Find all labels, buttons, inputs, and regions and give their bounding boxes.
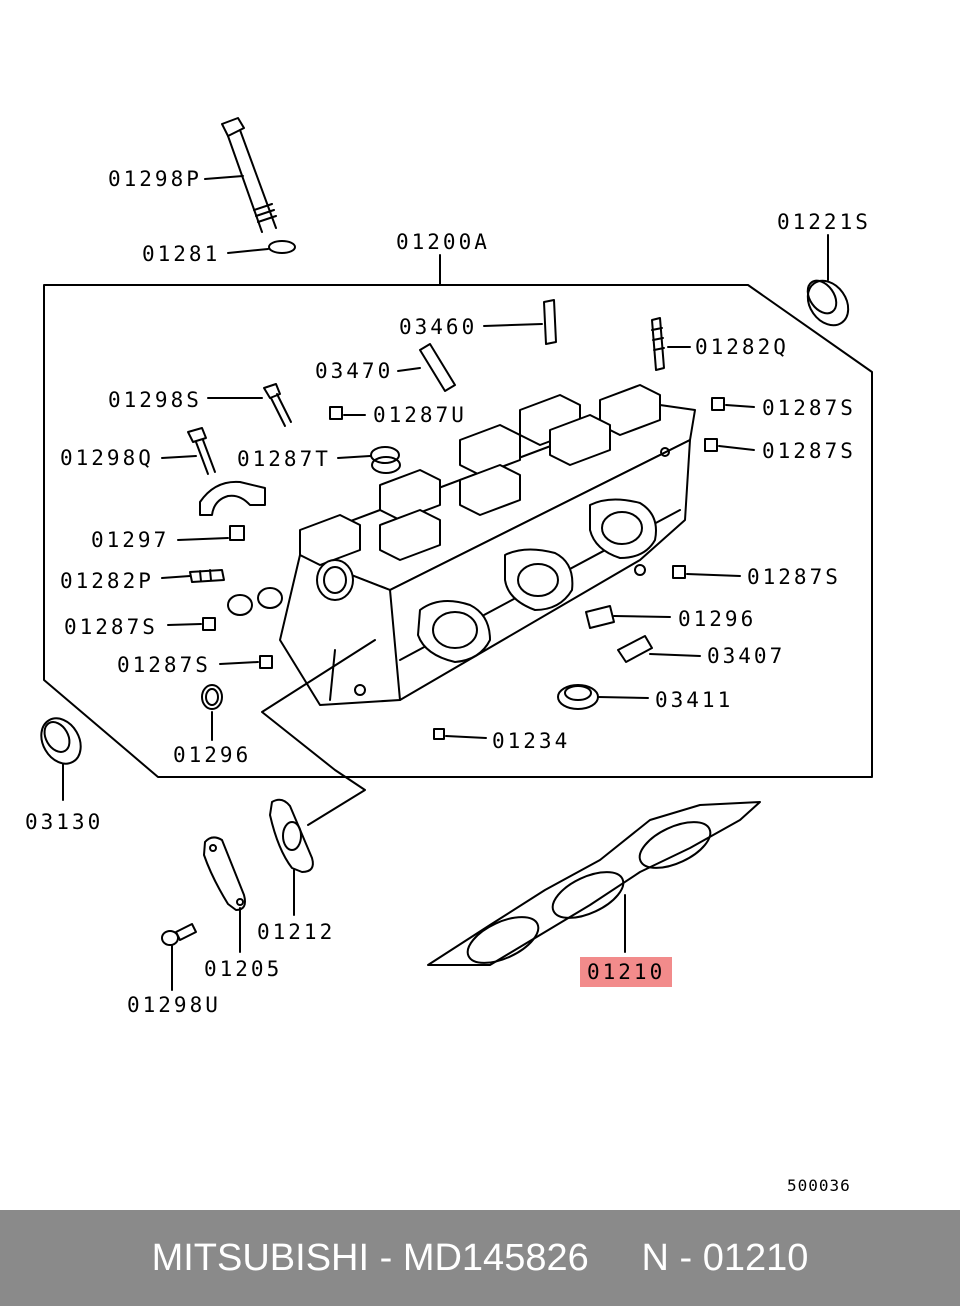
label-01298P[interactable]: 01298P: [108, 167, 202, 191]
bolt-01298U-icon: [161, 923, 197, 946]
cover-01205-icon: [203, 836, 246, 911]
leader-01297: [177, 537, 229, 541]
label-01205[interactable]: 01205: [204, 957, 282, 981]
plug-01287S-d-icon: [259, 655, 273, 669]
label-01221S[interactable]: 01221S: [777, 210, 871, 234]
sleeve-01296-b-icon: [201, 684, 223, 710]
leader-01287S-d: [219, 661, 259, 665]
subassembly-leader: [261, 639, 376, 826]
guide-03460-icon: [543, 299, 557, 345]
leader-03470: [397, 367, 421, 372]
leader-01298Q: [161, 455, 197, 459]
plug-01287U-icon: [329, 406, 343, 420]
leader-01287S-e: [686, 573, 741, 577]
label-01287S-d[interactable]: 01287S: [117, 653, 211, 677]
leader-01287T: [337, 455, 371, 459]
label-01298S[interactable]: 01298S: [108, 388, 202, 412]
footer-brand: MITSUBISHI: [151, 1236, 370, 1279]
footer-separator: -: [369, 1236, 403, 1279]
washer-01281-icon: [268, 240, 296, 254]
label-03407[interactable]: 03407: [707, 644, 785, 668]
footer-bar: MITSUBISHI - MD145826 N - 01210: [0, 1210, 960, 1306]
highlight-01210: [580, 957, 672, 987]
stud-01282Q-icon: [651, 317, 665, 371]
label-01287S-c[interactable]: 01287S: [64, 615, 158, 639]
leader-01234: [445, 735, 487, 739]
plug-01287S-c-icon: [202, 617, 216, 631]
plug-01287S-e-icon: [672, 565, 686, 579]
label-01282P[interactable]: 01282P: [60, 569, 154, 593]
label-01210[interactable]: 01210: [587, 960, 665, 984]
bearing-cap-icon: [199, 480, 266, 516]
leader-01287S-b: [718, 445, 755, 451]
label-01297[interactable]: 01297: [91, 528, 169, 552]
footer-ref-prefix: N -: [641, 1236, 703, 1279]
label-01287S-e[interactable]: 01287S: [747, 565, 841, 589]
label-01234[interactable]: 01234: [492, 729, 570, 753]
label-01296-b[interactable]: 01296: [173, 743, 251, 767]
footer-ref: 01210: [702, 1236, 809, 1279]
dowel-01297-icon: [229, 525, 245, 541]
seal-01221S-icon: [806, 279, 850, 327]
label-01298Q[interactable]: 01298Q: [60, 446, 154, 470]
label-03470[interactable]: 03470: [315, 359, 393, 383]
label-01200A[interactable]: 01200A: [396, 230, 490, 254]
seal-03130-icon: [40, 717, 82, 765]
leader-03411: [597, 696, 649, 699]
plug-01287T-icon: [370, 446, 401, 474]
leader-01287S-a: [725, 404, 755, 408]
bolt-01298P-icon: [221, 117, 277, 233]
leader-03407: [649, 653, 701, 657]
head-gasket-01210-icon: [427, 801, 761, 966]
leader-03460: [483, 323, 543, 327]
leader-01287S-c: [167, 623, 202, 626]
gasket-01212-icon: [269, 798, 314, 873]
leader-01298P: [204, 175, 244, 180]
exploded-parts-diagram: 01298P 01281 01200A 01221S 03460 01282Q …: [25, 117, 873, 1195]
bolt-01298Q-icon: [187, 427, 216, 475]
label-01287S-a[interactable]: 01287S: [762, 396, 856, 420]
leader-01282P: [161, 575, 191, 579]
diagram-code: 500036: [787, 1176, 851, 1195]
label-01212[interactable]: 01212: [257, 920, 335, 944]
label-03411[interactable]: 03411: [655, 688, 733, 712]
label-01287T[interactable]: 01287T: [237, 447, 331, 471]
label-01296-a[interactable]: 01296: [678, 607, 756, 631]
sleeve-01296-a-icon: [585, 605, 615, 629]
seal-03407-icon: [617, 635, 653, 663]
label-01281[interactable]: 01281: [142, 242, 220, 266]
label-03130[interactable]: 03130: [25, 810, 103, 834]
label-01298U[interactable]: 01298U: [127, 993, 221, 1017]
plug-01287S-a-icon: [711, 397, 725, 411]
assembly-frame: [43, 284, 873, 778]
bolt-01298S-icon: [263, 383, 292, 427]
cylinder-head-illustration: [227, 384, 696, 706]
label-01287U[interactable]: 01287U: [373, 403, 467, 427]
label-03460[interactable]: 03460: [399, 315, 477, 339]
footer-gap: [589, 1237, 642, 1280]
seal-03411-icon: [557, 684, 599, 710]
footer-part-number: MD145826: [402, 1236, 589, 1279]
leader-01281: [227, 248, 269, 254]
plug-01234-icon: [433, 728, 445, 740]
label-01287S-b[interactable]: 01287S: [762, 439, 856, 463]
label-01282Q[interactable]: 01282Q: [695, 335, 789, 359]
sleeve-03470-icon: [419, 343, 456, 392]
stud-01282P-icon: [189, 569, 225, 583]
plug-01287S-b-icon: [704, 438, 718, 452]
leader-01296-a: [613, 615, 671, 618]
